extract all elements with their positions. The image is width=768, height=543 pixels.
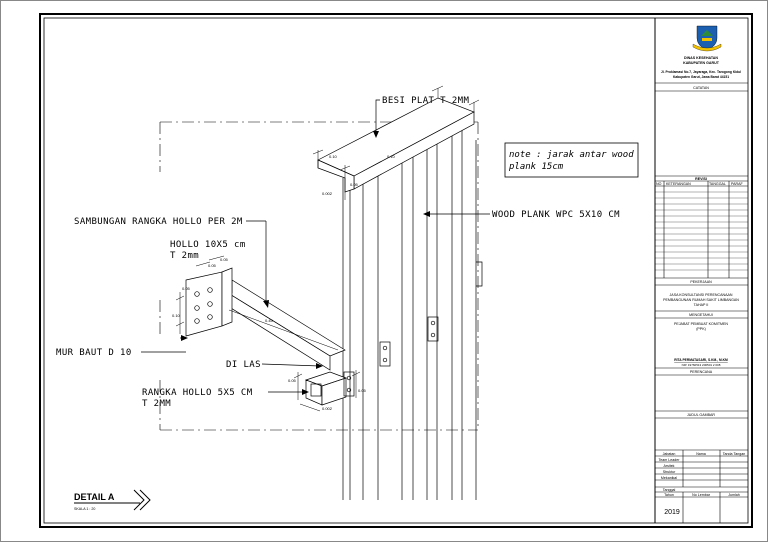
detail-title-block: DETAIL A SKALA 1 : 20 — [74, 489, 151, 511]
detail-drawing — [159, 85, 490, 500]
title-block — [655, 25, 748, 523]
pekerjaan-header: PEKERJAAN — [690, 280, 712, 284]
leader-lines — [180, 99, 490, 393]
dimension-marks — [175, 85, 480, 412]
sign-header-jabatan: Jabatan — [663, 452, 676, 456]
catatan-label: CATATAN — [693, 86, 709, 90]
sign-role: Mekanikal — [661, 476, 677, 480]
leader-arrows — [181, 131, 430, 395]
year-value: 2019 — [664, 509, 680, 516]
label-rangka-hollo-1: RANGKA HOLLO 5X5 CM — [142, 388, 253, 398]
label-sambungan: SAMBUNGAN RANGKA HOLLO PER 2M — [74, 217, 243, 227]
org-line-1: DINAS KESEHATAN — [684, 56, 718, 60]
org-line-2: KABUPATEN GARUT — [683, 61, 720, 65]
hollo-10x5-beam — [214, 279, 346, 371]
dim-text: 0.05 — [220, 257, 229, 262]
dim-text: 0.10 — [172, 313, 181, 318]
rev-header-tanggal: TANGGAL — [709, 182, 726, 186]
dashed-boundary — [159, 121, 479, 431]
detail-scale: SKALA 1 : 20 — [74, 507, 95, 511]
label-besi-plat: BESI PLAT T 2MM — [382, 96, 469, 106]
label-hollo-10x5-1: HOLLO 10X5 cm — [170, 240, 246, 250]
dim-text: 0.002 — [322, 406, 333, 411]
dim-text: 0.10 — [329, 154, 338, 159]
dim-text: 0.002 — [322, 191, 333, 196]
label-di-las: DI LAS — [226, 360, 261, 370]
tanggal-label: Tanggal — [663, 488, 676, 492]
sign-role: Arsitek — [664, 464, 675, 468]
top-steel-plate — [317, 97, 475, 193]
drawing-frame — [39, 13, 753, 528]
judul-gambar-label: JUDUL GAMBAR — [687, 413, 715, 417]
dim-text: 0.05 — [288, 378, 297, 383]
dim-text: 0.45 — [265, 318, 274, 323]
ppk-nip: NIP. 19760513 200501 2 008 — [682, 363, 721, 367]
drawing-inner-frame — [43, 17, 749, 524]
mengetahui-label: MENGETAHUI — [689, 313, 713, 317]
address-line-2: Kabupaten Garut, Jawa Barat 44151 — [673, 75, 729, 79]
chevron-arrows-icon — [133, 489, 151, 511]
wood-planks — [342, 120, 483, 500]
perencana-label: PERENCANA — [690, 370, 713, 374]
ppk-line-2: (PPK) — [696, 327, 706, 331]
bottom-header-jumlah: Jumlah — [728, 493, 740, 497]
revisi-label: REVISI — [695, 177, 707, 181]
note-box: note : jarak antar wood plank 15cm — [504, 142, 639, 178]
dim-text: 0.05 — [182, 286, 191, 291]
hollo-5x5-post — [304, 371, 348, 406]
bottom-header-no-lembar: No Lembar — [692, 493, 711, 497]
drawing-labels: BESI PLAT T 2MM SAMBUNGAN RANGKA HOLLO P… — [56, 96, 620, 409]
label-rangka-hollo-2: T 2MM — [142, 399, 171, 409]
title-block-texts: DINAS KESEHATAN KABUPATEN GARUT Jl. Prok… — [656, 56, 745, 516]
sign-role: Struktur — [663, 470, 676, 474]
bolt-plate — [185, 267, 233, 337]
dim-text: 0.05 — [358, 388, 367, 393]
note-line-1: note : jarak antar wood — [509, 150, 634, 160]
pekerjaan-line-3: TAHAP II — [694, 303, 709, 307]
ppk-name: RITA PERMATASARI, S.KM., M.KM — [674, 358, 728, 362]
sign-header-nama: Nama — [696, 452, 706, 456]
wall-bolt-plates — [343, 316, 439, 397]
garut-logo — [692, 25, 722, 52]
dim-text: 0.05 — [208, 263, 217, 268]
rev-header-paraf: PARAF — [731, 182, 744, 186]
rev-header-no: NO — [656, 182, 662, 186]
pekerjaan-line-1: JASA KONSULTANSI PERENCANAAN — [670, 293, 733, 297]
address-line-1: Jl. Proklamasi No.7, Jayaraga, Kec. Taro… — [661, 70, 741, 74]
dim-text: 0.10 — [387, 154, 396, 159]
note-line-2: plank 15cm — [508, 162, 564, 172]
label-mur-baut: MUR BAUT D 10 — [56, 348, 132, 358]
detail-title: DETAIL A — [74, 492, 115, 502]
ppk-line-1: PEJABAT PEMBUAT KOMITMEN — [674, 322, 728, 326]
sign-header-tanda-tangan: Tanda Tangan — [723, 452, 746, 456]
dimension-texts: 0.10 0.10 0.05 0.002 0.05 0.05 0.10 0.05… — [172, 154, 396, 411]
pekerjaan-line-2: PEMBANGUNAN RUMAH SAKIT LIMBANGAN — [663, 298, 739, 302]
dim-text: 0.05 — [350, 182, 359, 187]
label-hollo-10x5-2: T 2mm — [170, 251, 199, 261]
label-wood-plank: WOOD PLANK WPC 5X10 CM — [492, 210, 620, 220]
rev-header-keterangan: KETERANGAN — [666, 182, 691, 186]
bottom-header-tahun: Tahun — [664, 493, 674, 497]
sign-role: Team Leader — [659, 458, 681, 462]
